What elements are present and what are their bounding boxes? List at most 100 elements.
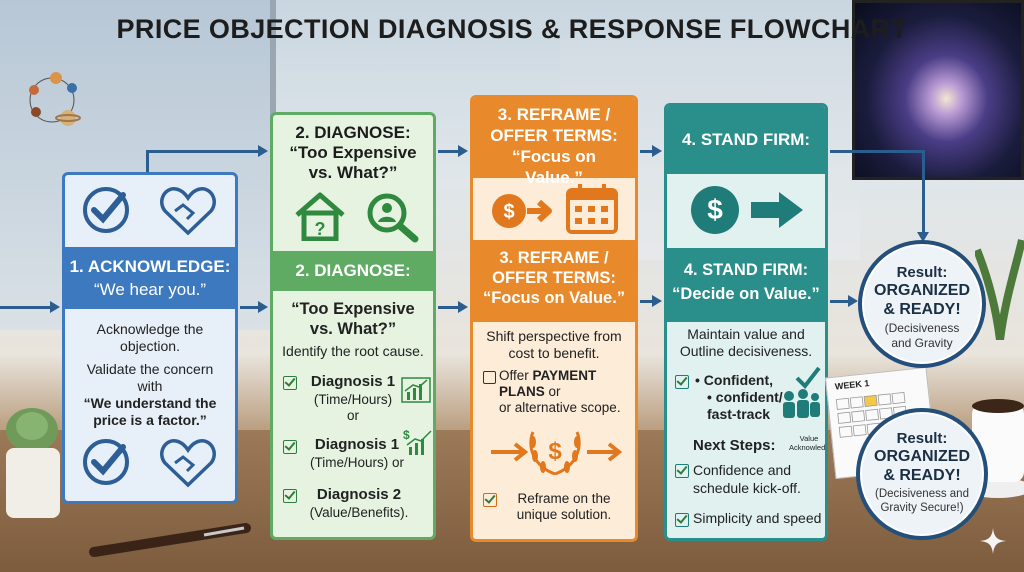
step3-top-header: 3. REFRAME / OFFER TERMS: “Focus on Valu… bbox=[473, 98, 635, 187]
result-circle-1: Result: ORGANIZED & READY! (Decisiveness… bbox=[858, 240, 986, 368]
step2-diagnose-card: 2. DIAGNOSE: “Too Expensive vs. What?” ?… bbox=[270, 112, 436, 540]
arrow-head bbox=[848, 295, 858, 307]
svg-text:$: $ bbox=[503, 201, 514, 223]
svg-text:$: $ bbox=[403, 428, 410, 442]
step4-confidence: Confidence and schedule kick-off. bbox=[693, 462, 801, 496]
diagnosis-1-or: or bbox=[346, 408, 359, 423]
step3-header-bar: 3. REFRAME / OFFER TERMS: “Focus on Valu… bbox=[473, 240, 635, 322]
step2-header-bar: 2. DIAGNOSE: bbox=[273, 251, 433, 291]
offer-payment-plans: PAYMENT PLANS bbox=[499, 368, 597, 399]
step4-next-steps: Next Steps: bbox=[693, 438, 776, 454]
step2-top-header: 2. DIAGNOSE: “Too Expensive vs. What?” bbox=[273, 123, 433, 183]
arrow-head bbox=[258, 145, 268, 157]
magnifier-person-icon bbox=[367, 193, 419, 243]
arrow-head bbox=[652, 145, 662, 157]
step4-title: 4. STAND FIRM: bbox=[683, 261, 809, 279]
arrow-step4-to-result bbox=[830, 300, 850, 303]
step2-intro: Identify the root cause. bbox=[282, 343, 424, 359]
step1-quote: “We hear you.” bbox=[93, 280, 207, 299]
result1-sub: (Decisiveness and Gravity bbox=[884, 321, 960, 350]
checkbox-icon bbox=[675, 464, 689, 478]
checkbox-icon bbox=[483, 493, 497, 507]
step4-header-bar: 4. STAND FIRM: “Decide on Value.” bbox=[667, 248, 825, 322]
checkmark-circle-icon bbox=[83, 187, 129, 233]
arrow-head bbox=[258, 301, 268, 313]
step3-quote: “Focus on Value.” bbox=[482, 289, 626, 307]
bullet-confident: • Confident, bbox=[695, 372, 774, 388]
chart-growth-icon bbox=[401, 377, 431, 403]
bullet-text: Confident, bbox=[703, 372, 774, 388]
arrow-step2-to-step3-top bbox=[438, 150, 460, 153]
svg-text:$: $ bbox=[548, 438, 562, 465]
step1-body: Acknowledge the objection. Validate the … bbox=[65, 321, 235, 429]
step2-intro-block: Identify the root cause. bbox=[273, 343, 433, 359]
step3-offer-line: Offer PAYMENT PLANS or or alternative sc… bbox=[499, 368, 631, 416]
value-acknowledged-note: Value Acknowledged bbox=[789, 434, 826, 452]
dollar-chart-icon: $ bbox=[403, 428, 432, 455]
step4-top-title: 4. STAND FIRM: bbox=[681, 130, 811, 149]
step3-intro: Shift perspective from cost to benefit. bbox=[486, 328, 622, 361]
svg-text:$: $ bbox=[707, 194, 723, 225]
diagnosis-3-title: Diagnosis 2 bbox=[316, 486, 402, 503]
pen-icon bbox=[89, 523, 251, 557]
offer-alt-scope: or alternative scope. bbox=[499, 400, 621, 415]
step1-body-line3: “We understand the price is a factor.” bbox=[83, 395, 217, 428]
step1-body-line2: Validate the concern with bbox=[86, 361, 214, 394]
galaxy-picture bbox=[852, 0, 1024, 180]
house-question-icon: ? bbox=[295, 192, 345, 241]
arrow-down-result1 bbox=[922, 150, 925, 234]
handshake-heart-icon bbox=[160, 187, 216, 236]
bullet-text: confident/ bbox=[715, 389, 783, 405]
result-circle-2: Result: ORGANIZED & READY! (Decisiveness… bbox=[856, 408, 988, 540]
result2-label: Result: bbox=[896, 430, 948, 447]
offer-or: or bbox=[544, 384, 561, 399]
result1-label: Result: bbox=[896, 264, 948, 281]
diagnosis-2-detail: (Time/Hours) or bbox=[309, 455, 404, 470]
arrow-head bbox=[917, 232, 929, 242]
step4-quote: “Decide on Value.” bbox=[672, 285, 820, 303]
checkbox-icon bbox=[675, 513, 689, 527]
step4-stand-firm-card: 4. STAND FIRM: $ 4. STAND FIRM: “Decide … bbox=[664, 103, 828, 541]
dollar-arrow-right-icon: $ bbox=[691, 186, 803, 234]
arrow-step1-to-step2 bbox=[240, 306, 260, 309]
checkbox-icon bbox=[283, 440, 297, 454]
arrow-step1-to-step2-top bbox=[146, 150, 260, 153]
checkbox-empty-icon bbox=[483, 371, 496, 384]
arrow-head bbox=[50, 301, 60, 313]
dollar-arrow-icon: $ bbox=[492, 194, 552, 228]
value-acknowledged: Value Acknowledged bbox=[789, 434, 826, 452]
step3-reframe-line: Reframe on the unique solution. bbox=[499, 491, 629, 523]
calendar-icon bbox=[566, 184, 618, 234]
diagnosis-item-3: Diagnosis 2 (Value/Benefits). bbox=[297, 487, 421, 521]
team-check-icon bbox=[783, 366, 821, 418]
checkbox-icon bbox=[283, 489, 297, 503]
step4-item1: Confidence and schedule kick-off. bbox=[693, 461, 825, 497]
handshake-heart-icon-bottom bbox=[160, 439, 216, 488]
bullet-confident-2: • confident/ bbox=[707, 389, 783, 405]
arrow-step3-to-step4-top bbox=[640, 150, 654, 153]
bullet-fast-track: fast-track bbox=[707, 406, 771, 422]
step2-quote: “Too Expensive vs. What?” bbox=[291, 300, 415, 338]
arrow-step2-to-step3 bbox=[438, 306, 460, 309]
checkmark-circle-icon-bottom bbox=[83, 439, 129, 485]
diagnosis-1-detail: (Time/Hours) bbox=[313, 392, 393, 407]
step4-item2: Simplicity and speed bbox=[693, 510, 825, 526]
svg-text:?: ? bbox=[315, 219, 326, 239]
offer-prefix: Offer bbox=[499, 368, 533, 383]
step3-reframe: Reframe on the unique solution. bbox=[516, 491, 612, 522]
arrow-left-entry bbox=[0, 306, 52, 309]
sparkle-icon bbox=[980, 528, 1006, 554]
step2-top-title: 2. DIAGNOSE: bbox=[295, 123, 411, 142]
step4-intro: Maintain value and Outline decisiveness. bbox=[679, 326, 813, 359]
arrow-head bbox=[458, 301, 468, 313]
step2-quote-block: “Too Expensive vs. What?” bbox=[273, 299, 433, 339]
diagnosis-2-title: Diagnosis 1 bbox=[314, 436, 400, 453]
step2-top-quote: “Too Expensive vs. What?” bbox=[289, 143, 417, 182]
succulent-plant-icon bbox=[6, 408, 60, 518]
step1-body-line1: Acknowledge the objection. bbox=[96, 321, 204, 354]
step4-bullets: • Confident, • confident/ fast-track bbox=[695, 372, 785, 423]
result2-headline: ORGANIZED & READY! bbox=[874, 448, 970, 484]
next-steps-label: Next Steps: bbox=[693, 437, 776, 454]
dollar-laurel-icon: $ bbox=[491, 431, 623, 476]
step2-title: 2. DIAGNOSE: bbox=[295, 261, 411, 280]
